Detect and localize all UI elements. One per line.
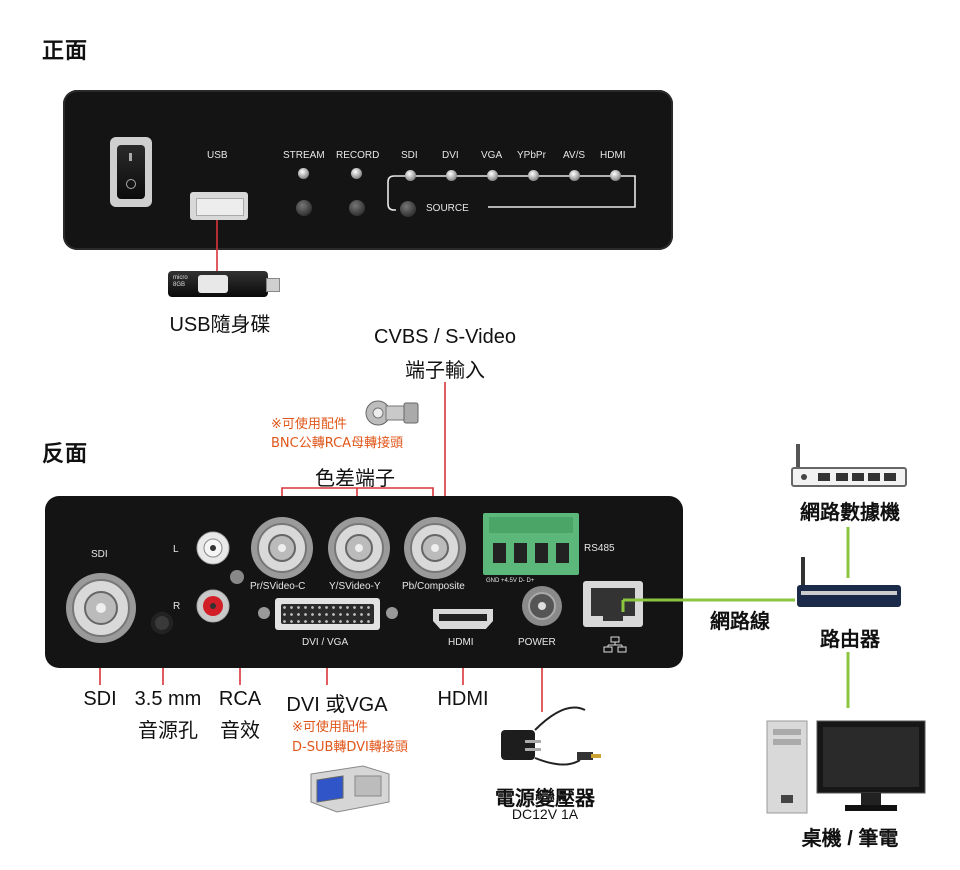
source-button-label: SOURCE [426,203,469,214]
audio-jack[interactable] [151,612,173,634]
modem-image [791,444,907,487]
dvi-note-1: ※可使用配件 [292,720,368,735]
dvi-port[interactable] [275,598,380,630]
sdi-bnc-connector[interactable] [63,570,139,646]
bottom-label-rca-1: RCA [218,688,262,710]
usb-stick-text-2: 8GB [173,282,186,288]
bottom-label-hdmi: HDMI [437,688,489,710]
stream-led [298,168,309,179]
front-title: 正面 [42,39,89,64]
ground-screw [230,570,244,584]
network-icon [603,636,627,653]
component-caption: 色差端子 [315,468,395,490]
source-bracket [387,175,636,211]
source-led-vga [487,170,498,181]
rear-label-l: L [173,544,179,555]
rs485-terminal[interactable] [483,513,579,575]
rear-label-r: R [173,601,181,612]
usb-stick-image: micro 8GB [168,271,280,297]
rear-label-hdmi: HDMI [448,637,474,648]
bottom-label-audio-2: 音源孔 [138,720,198,742]
bnc-pr[interactable] [248,514,316,582]
source-label-vga: VGA [481,150,503,161]
dvi-note-2: D-SUB轉DVI轉接頭 [292,740,408,755]
source-led-sdi [405,170,416,181]
rca-right-red[interactable] [195,588,231,624]
bnc-pb[interactable] [401,514,469,582]
power-adapter-image [501,706,601,766]
cvbs-caption-2: 端子輸入 [405,360,485,382]
source-label-avs: AV/S [563,150,586,161]
dvi-screw-left [258,607,270,619]
stream-label: STREAM [283,150,325,161]
source-label-sdi: SDI [401,150,418,161]
usb-port-label: USB [207,150,228,161]
power-switch[interactable] [110,137,152,207]
ethernet-port[interactable] [583,581,643,627]
usb-stick-text-1: micro [173,275,188,281]
stream-button[interactable] [296,200,312,216]
source-label-dvi: DVI [442,150,459,161]
source-led-hdmi [610,170,621,181]
bnc-note-2: BNC公轉RCA母轉接頭 [271,436,404,451]
dvi-screw-right [386,607,398,619]
source-led-dvi [446,170,457,181]
usb-stick-caption: USB隨身碟 [169,314,271,336]
bnc-y[interactable] [325,514,393,582]
source-label-ypbpr: YPbPr [517,150,546,161]
rear-label-terminal: GND +4.5V D- D+ [486,578,535,584]
bottom-label-rca-2: 音效 [220,720,260,742]
bottom-label-sdi: SDI [83,688,117,710]
router-image [797,557,901,607]
record-led [351,168,362,179]
rear-label-y: Y/SVideo-Y [329,581,381,592]
source-button[interactable] [400,201,416,217]
bottom-label-audio-1: 3.5 mm [134,688,202,710]
pc-label: 桌機 / 筆電 [801,828,899,850]
source-led-ypbpr [528,170,539,181]
cvbs-caption-1: CVBS / S-Video [374,326,516,348]
router-label: 路由器 [820,629,880,651]
bottom-label-dvi: DVI 或VGA [286,694,388,716]
hdmi-port[interactable] [433,609,493,629]
pc-image [766,720,926,814]
power-jack[interactable] [520,584,564,628]
bnc-note-1: ※可使用配件 [271,417,347,432]
usb-port[interactable] [190,192,248,220]
rear-label-power: POWER [518,637,556,648]
rear-label-sdi: SDI [91,549,108,560]
bottom-label-power-1: 電源變壓器 [495,788,595,810]
rear-label-dvi: DVI / VGA [302,637,349,648]
bottom-label-power-2: DC12V 1A [511,806,579,822]
rear-label-pr: Pr/SVideo-C [250,581,306,592]
record-label: RECORD [336,150,380,161]
rca-left-white[interactable] [195,530,231,566]
source-led-avs [569,170,580,181]
modem-label: 網路數據機 [800,502,900,524]
usb-callout-line [216,220,218,273]
bnc-adapter-image [365,400,419,426]
dvi-adapter-image [310,765,390,813]
cable-label: 網路線 [710,611,770,633]
rear-label-rs485: RS485 [584,543,615,554]
rear-label-pb: Pb/Composite [402,581,465,592]
record-button[interactable] [349,200,365,216]
rear-title: 反面 [42,442,89,467]
source-label-hdmi: HDMI [600,150,626,161]
